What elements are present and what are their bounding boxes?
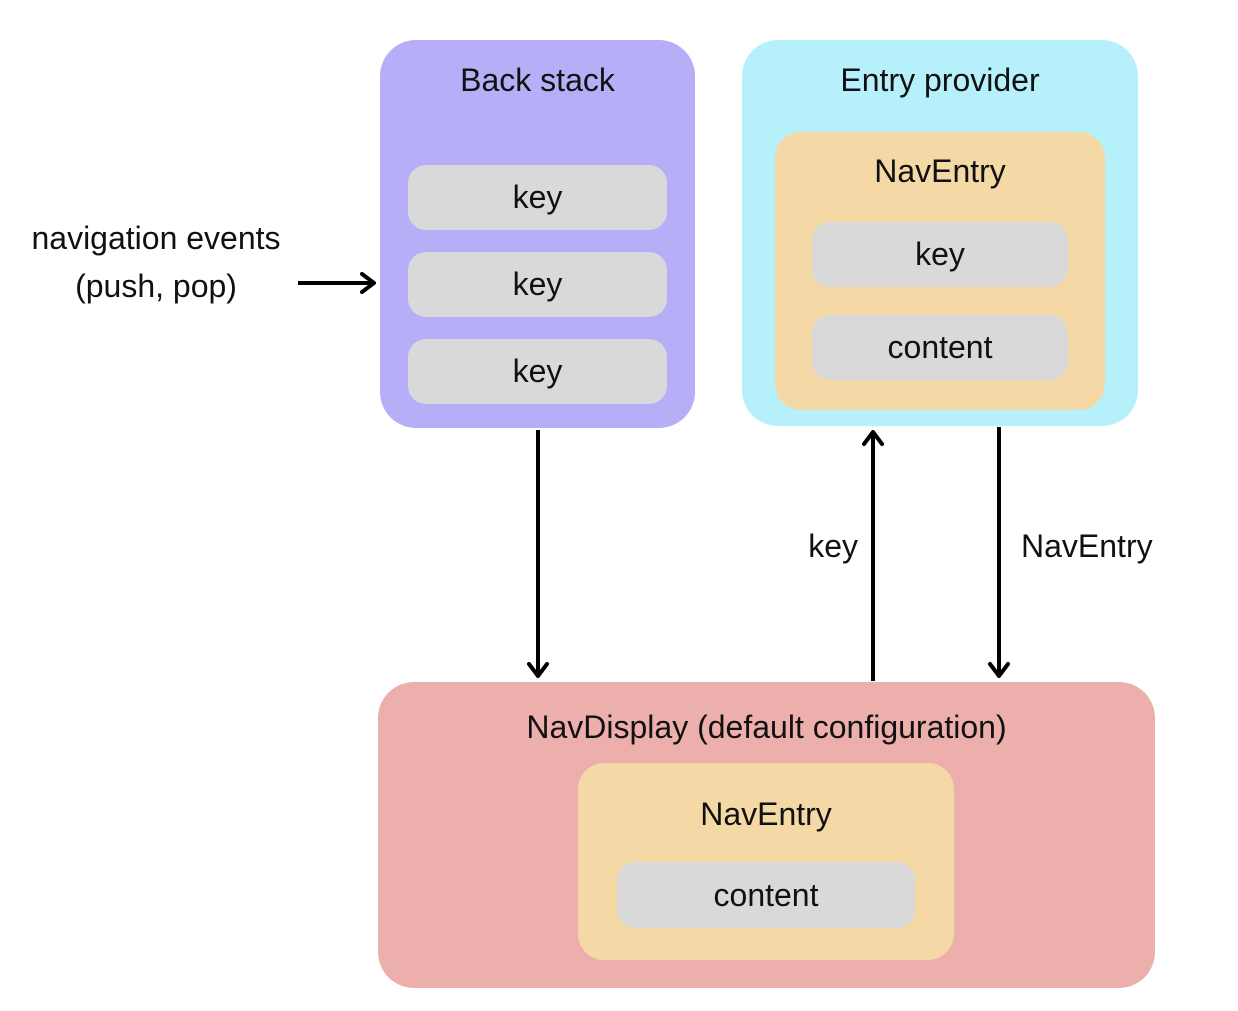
entry-provider-nav-entry-box: NavEntry key content (775, 132, 1105, 410)
key-pill-label: key (512, 353, 563, 389)
nav-display-nav-entry-box: NavEntry content (578, 763, 954, 960)
nav-entry-arrow-label: NavEntry (1021, 528, 1153, 564)
nav-entry-content-pill: content (812, 315, 1068, 380)
key-pill-label: key (915, 236, 965, 272)
content-pill-label: content (713, 876, 819, 913)
nav-entry-content-pill: content (617, 862, 915, 928)
nav-entry-title: NavEntry (874, 153, 1006, 189)
back-stack-title: Back stack (460, 62, 615, 98)
content-pill-label: content (887, 329, 993, 365)
back-stack-key-pill: key (408, 165, 667, 230)
navigation-events-label: navigation events (push, pop) (8, 214, 304, 310)
back-stack-box: Back stack key key key (380, 40, 695, 428)
entry-provider-box: Entry provider NavEntry key content (742, 40, 1138, 426)
key-arrow-label: key (808, 528, 858, 564)
key-pill-label: key (512, 179, 563, 215)
nav-entry-title: NavEntry (700, 796, 832, 832)
back-stack-key-pill: key (408, 252, 667, 317)
entry-provider-title: Entry provider (840, 62, 1040, 98)
key-pill-label: key (512, 266, 563, 302)
navigation-events-line2: (push, pop) (75, 268, 237, 304)
navigation-events-line1: navigation events (31, 220, 281, 256)
nav-display-title: NavDisplay (default configuration) (526, 709, 1007, 745)
nav-entry-key-pill: key (812, 222, 1068, 287)
back-stack-key-pill: key (408, 339, 667, 404)
nav-display-box: NavDisplay (default configuration) NavEn… (378, 682, 1155, 988)
